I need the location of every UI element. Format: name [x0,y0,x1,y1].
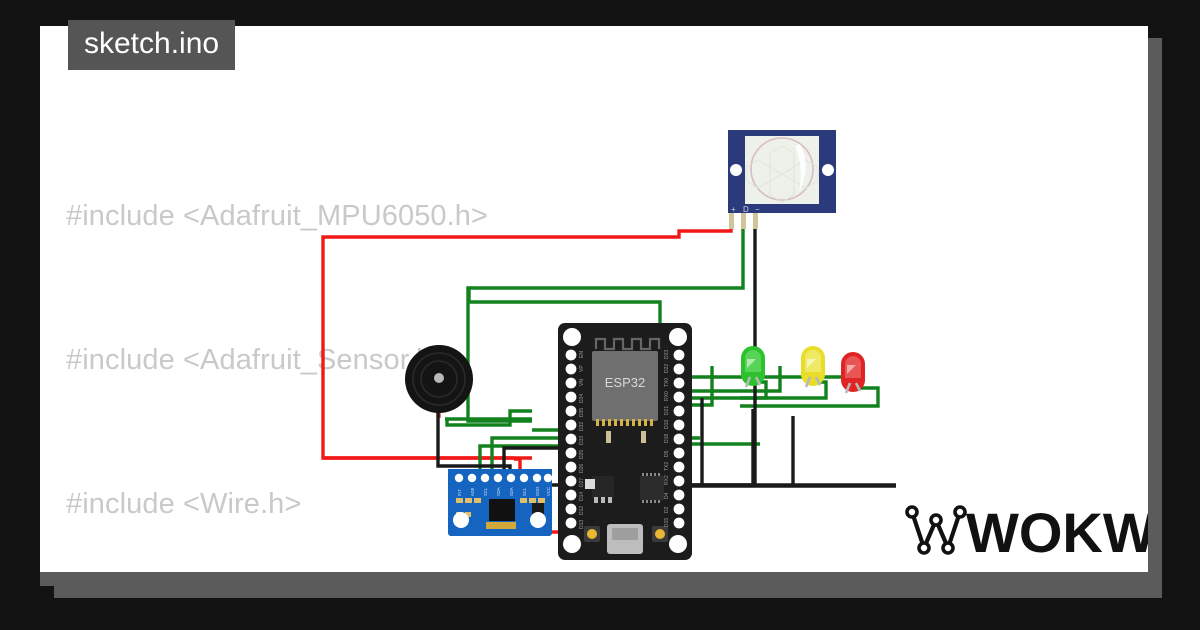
esp32-chip-label: ESP32 [605,375,645,390]
esp32-pin-label: D23 [664,350,670,359]
esp32-pin-label: D4 [664,492,670,499]
esp32-pin-label: D26 [579,464,585,473]
esp32-board[interactable]: ESP32 [558,323,692,560]
mpu-pin-label: VCC [546,487,551,496]
code-line: #include <Adafruit_Sensor.h> [66,344,450,376]
esp32-pin-label: D18 [664,434,670,443]
esp32-pin-label: TX0 [664,378,670,387]
mpu-pin-label: SCL [522,487,527,496]
pir-pin-label: D [743,205,749,214]
wire-buzzer-signal [445,409,532,427]
esp32-pin-label: D21 [664,406,670,415]
code-line: #include <Adafruit_MPU6050.h> [66,200,489,232]
sketch-card: #include <Adafruit_MPU6050.h> #include <… [40,26,1148,586]
mpu-pin-label: SDA [509,487,514,496]
esp32-pin-label: RX2 [664,475,670,485]
mpu-pin-label: GND [535,487,540,496]
esp32-pin-label: TX2 [664,462,670,471]
esp32-pin-label: EN [579,351,585,358]
code-editor-text: #include <Adafruit_MPU6050.h> #include <… [66,96,530,586]
esp32-pin-label: D22 [664,364,670,373]
wire-d19 [652,366,782,393]
esp32-pin-label: D25 [579,450,585,459]
esp32-pin-label: D35 [579,408,585,417]
esp32-pin-label: D13 [579,520,585,529]
wire-red-led-anode [740,386,880,408]
clipped-code-line-strip [40,572,1148,586]
esp32-pin-label: D34 [579,394,585,403]
esp32-pin-label: VN [579,379,585,386]
esp32-pin-label: D12 [579,506,585,515]
esp32-pin-label: D19 [664,420,670,429]
red-led[interactable] [841,352,865,394]
mpu6050-module[interactable]: INT AD0 XCL XDA SDA SCL GND VCC [448,469,553,536]
wokwi-logo-text: WOKWi [966,501,1148,564]
green-led[interactable] [741,346,765,388]
mpu-pin-label: INT [457,489,462,496]
yellow-led[interactable] [801,346,825,388]
esp32-pin-label: D15 [664,518,670,527]
esp32-pin-label: RX0 [664,391,670,401]
pir-sensor[interactable]: + D − [728,130,836,229]
wire-mpu-gnd-up [502,430,562,469]
mpu-pin-label: XCL [483,487,488,496]
pir-pin-label: − [755,205,760,214]
esp32-pin-label: D32 [579,422,585,431]
esp32-left-header [565,349,577,529]
esp32-pin-label: D27 [579,478,585,487]
mpu-pin-label: AD0 [470,487,475,496]
mpu-pin-label: XDA [496,487,501,496]
wokwi-logo: WOKWi [905,501,1148,564]
file-tab-sketch-ino[interactable]: sketch.ino [68,20,236,70]
esp32-pin-label: D33 [579,436,585,445]
esp32-pin-label: D5 [664,450,670,457]
circuit-diagram: + D − [321,130,1148,564]
code-line: #include <Wire.h> [66,488,302,520]
esp32-pin-label: D14 [579,492,585,501]
pir-pin-label: + [731,205,736,214]
esp32-pin-label: D2 [664,506,670,513]
esp32-pin-label: VP [579,365,585,372]
buzzer[interactable] [405,345,473,413]
wire-buzzer-ground [436,403,532,480]
esp32-right-header [673,349,685,529]
